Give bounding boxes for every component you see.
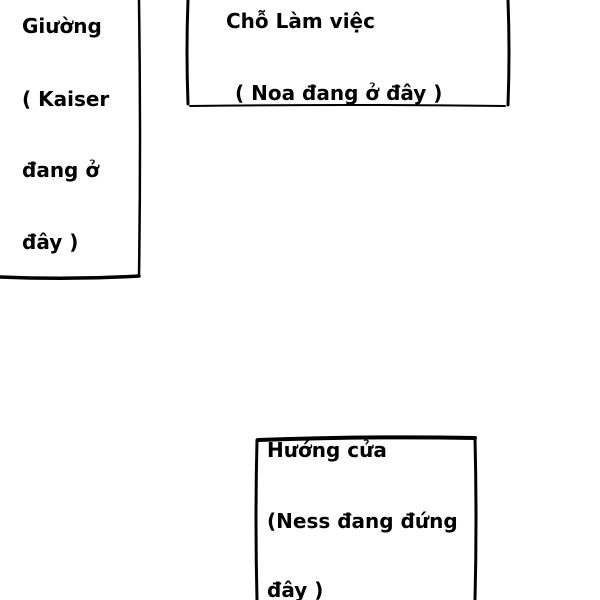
bed-label-line-4: đây ) — [22, 230, 79, 254]
bed-box-bottom-edge — [0, 274, 141, 281]
workspace-label-line-2: ( Noa đang ở đây ) — [235, 81, 443, 105]
door-box-right-edge — [473, 436, 478, 600]
workspace-box-bottom-edge — [189, 104, 506, 107]
bed-label-line-1: Giường — [22, 14, 102, 38]
bed-label-line-3: đang ở — [22, 158, 100, 182]
workspace-box-left-edge — [185, 0, 190, 106]
workspace-box-right-edge — [506, 0, 511, 107]
bed-box — [0, 0, 142, 281]
door-label-line-2: (Ness đang đứng — [267, 509, 458, 533]
workspace-label-line-1: Chỗ Làm việc — [226, 9, 375, 33]
door-box — [254, 435, 478, 600]
bed-label-line-2: ( Kaiser — [22, 87, 110, 111]
door-box-left-edge — [254, 438, 259, 600]
workspace-box — [185, 0, 511, 107]
door-label-line-3: đây ) — [267, 578, 324, 600]
door-box-top-edge — [256, 435, 477, 442]
door-label-line-1: Hướng cửa — [267, 438, 387, 462]
bed-box-right-edge — [137, 0, 142, 278]
